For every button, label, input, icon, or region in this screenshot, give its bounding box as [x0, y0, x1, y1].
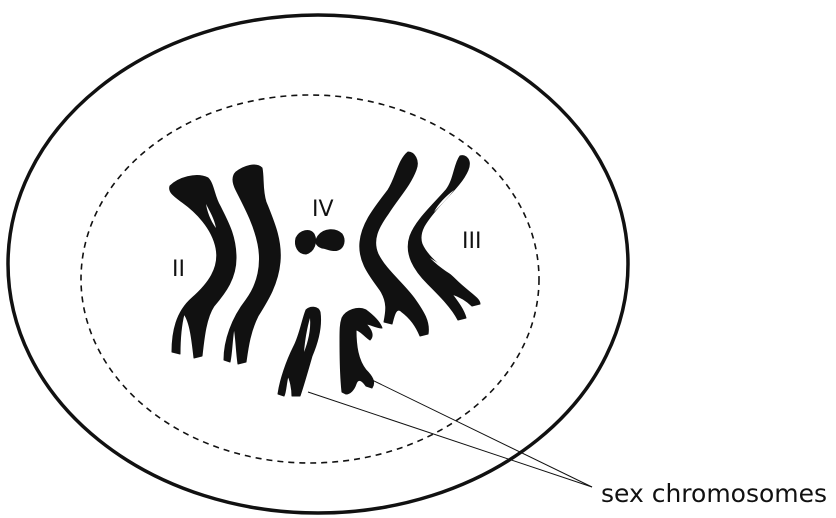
- label-group-iii: III: [462, 229, 481, 254]
- chromosome-iv-a: [295, 231, 315, 254]
- cell-membrane: [8, 15, 628, 513]
- label-sex-chromosomes: sex chromosomes: [601, 479, 827, 508]
- pointer-line-y: [372, 380, 592, 487]
- label-group-ii: II: [172, 257, 185, 282]
- sex-chromosome-x: [278, 307, 321, 396]
- chromosome-iv-b: [316, 230, 344, 251]
- label-group-iv: IV: [312, 197, 334, 222]
- sex-chromosomes: [278, 307, 382, 396]
- sex-chromosome-y: [340, 308, 382, 394]
- chromosome-pair-iv: [295, 230, 344, 254]
- pointer-line-x: [308, 392, 592, 487]
- chromosome-pair-ii: [170, 165, 281, 364]
- nuclear-boundary: [81, 95, 539, 463]
